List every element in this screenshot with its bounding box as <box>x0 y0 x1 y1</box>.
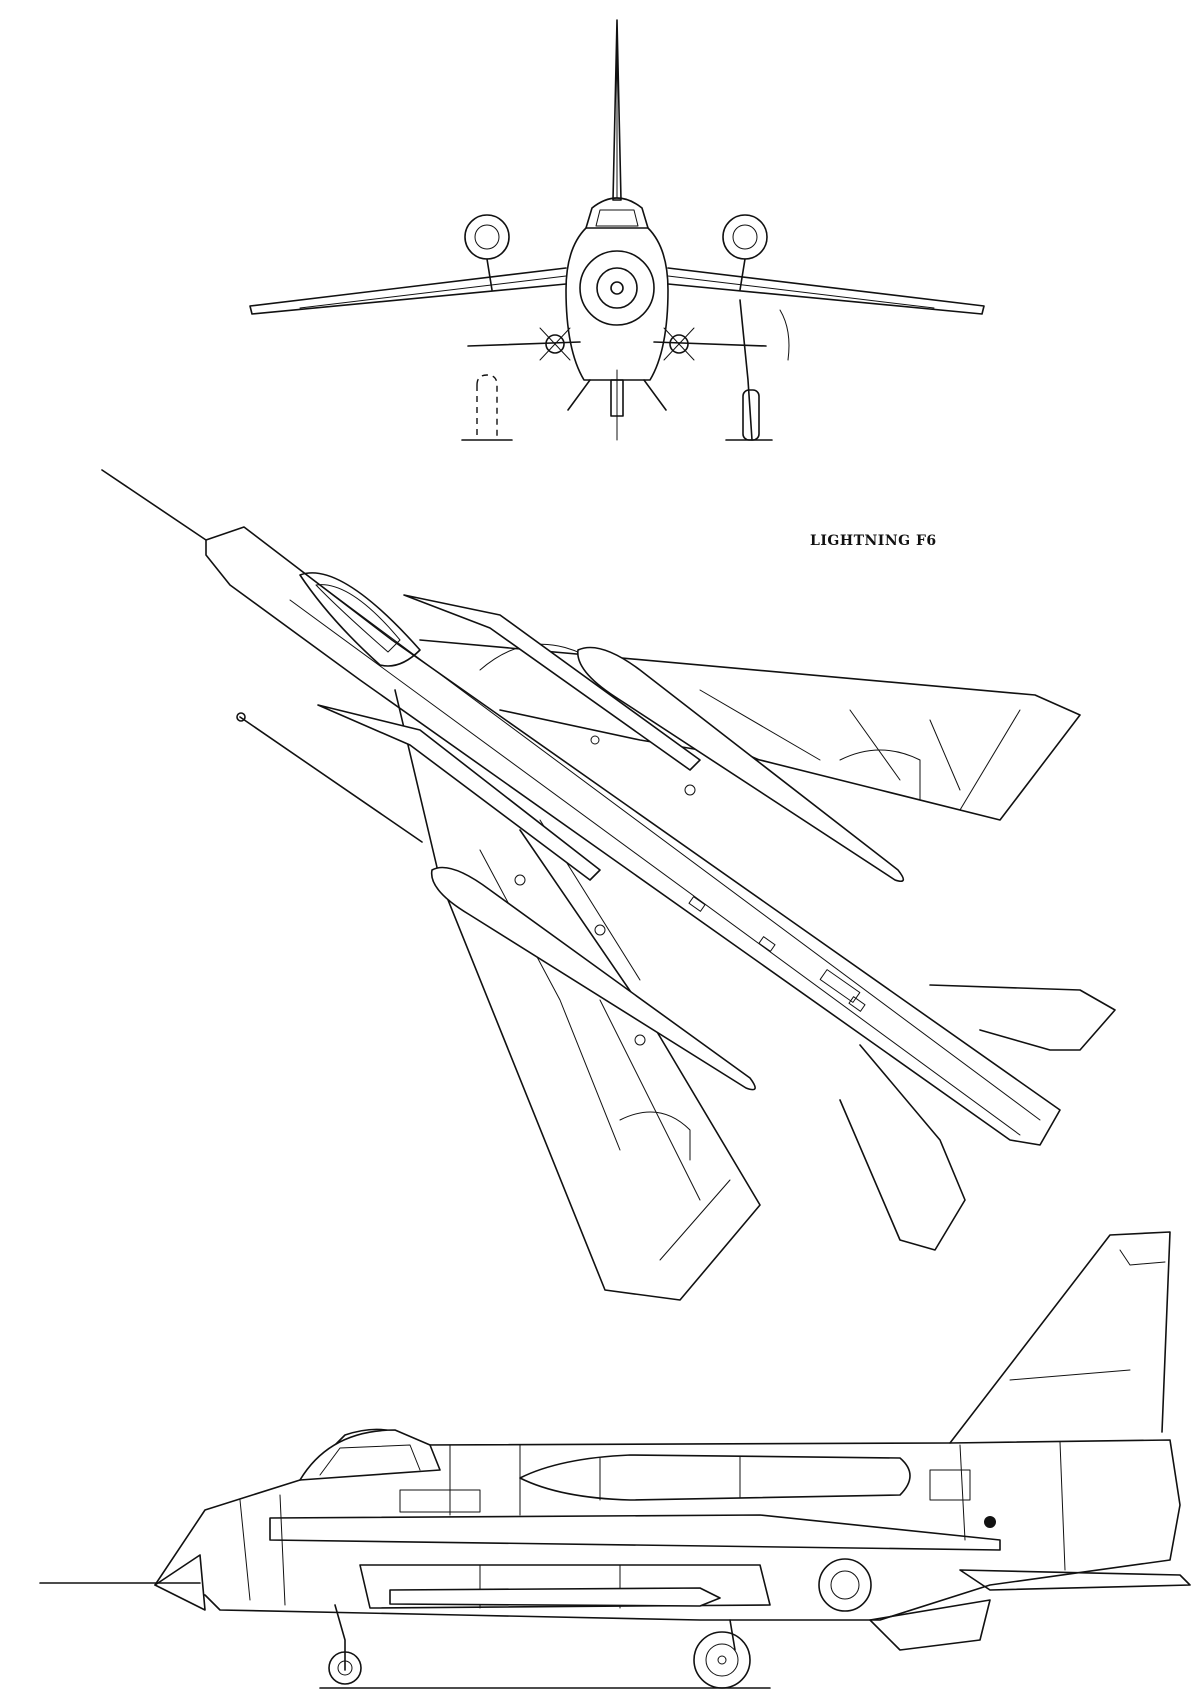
aircraft-title: LIGHTNING F6 <box>810 533 937 549</box>
side-view <box>39 1231 1191 1689</box>
plan-view <box>101 469 1116 1301</box>
front-view <box>249 19 985 441</box>
